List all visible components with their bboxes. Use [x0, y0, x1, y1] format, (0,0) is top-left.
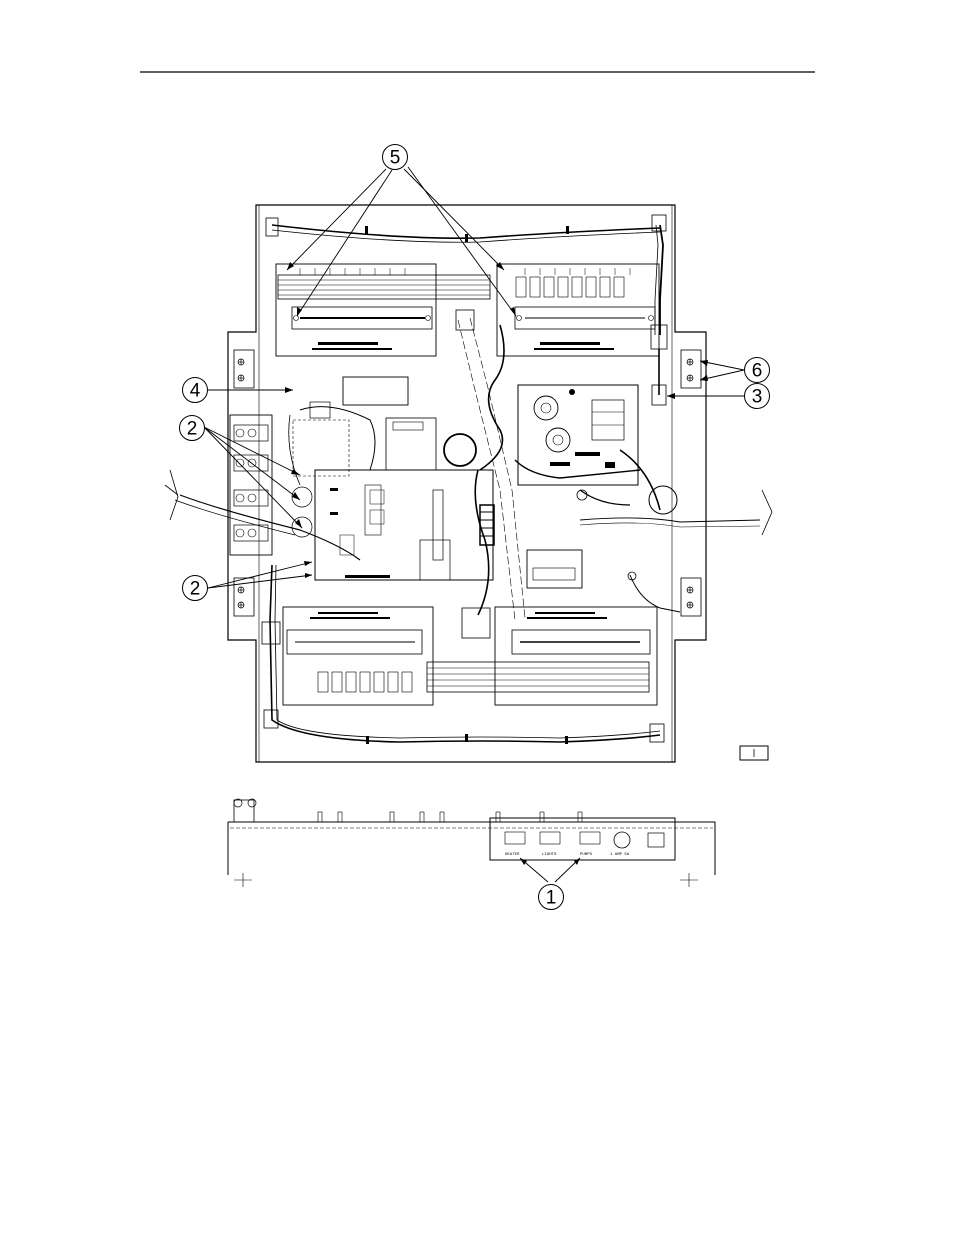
bottom-wire-harness: [262, 565, 664, 744]
callout-4-label: 4: [190, 381, 201, 402]
label-heater: HEATER: [505, 853, 520, 857]
callout-2-bottom-label: 2: [190, 579, 201, 600]
bottom-display-boards: [283, 607, 657, 705]
enclosure-front-view: HEATER LIGHTS PUMPS 1 AMP 5A: [228, 799, 715, 887]
callout-3-label: 3: [752, 387, 763, 408]
callout-5: 5: [383, 145, 408, 170]
label-pumps: PUMPS: [580, 853, 593, 857]
callout-6-label: 6: [752, 361, 763, 382]
callout-2-top: 2: [180, 416, 205, 441]
leader-arrowheads: [285, 262, 708, 865]
label-volts: 1 AMP 5A: [610, 853, 630, 857]
callout-3: 3: [745, 384, 770, 409]
callout-2-top-label: 2: [187, 419, 198, 440]
callout-1: 1: [539, 885, 564, 910]
callout-5-label: 5: [390, 148, 401, 169]
callout-4: 4: [183, 378, 208, 403]
callout-6: 6: [745, 358, 770, 383]
main-control-pcb: [289, 377, 494, 580]
label-lights: LIGHTS: [542, 853, 557, 857]
power-supply-board: [515, 385, 660, 510]
center-ribbon-cables: [456, 310, 582, 638]
callout-2-bottom: 2: [183, 576, 208, 601]
callout-1-label: 1: [546, 888, 557, 909]
right-cable-exit: [580, 486, 772, 612]
